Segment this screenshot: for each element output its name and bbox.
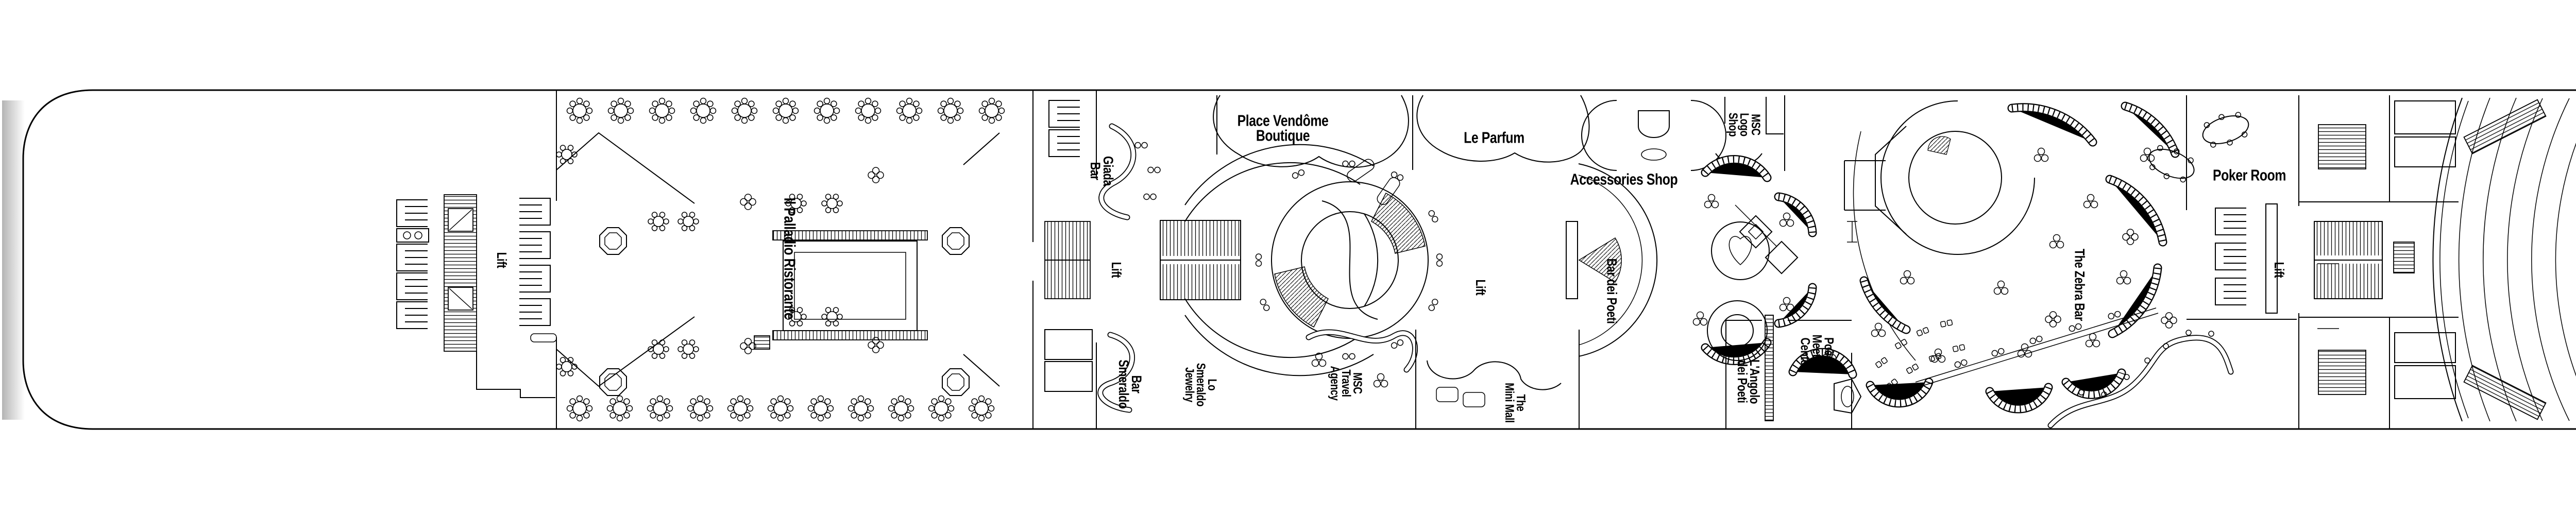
label-place-vendome: Place Vendôme Boutique: [1237, 111, 1329, 144]
shops: [1213, 95, 1799, 274]
label-accessories-shop: Accessories Shop: [1570, 170, 1678, 188]
bar-dei-poeti-lounge: [1566, 160, 1812, 361]
label-lift-mid: Lift: [1472, 279, 1488, 296]
stern-shadow: [2, 100, 25, 420]
forward-lift-lobby: [2298, 95, 2459, 429]
label-lift-atrium: Lift: [1108, 262, 1124, 278]
label-giada-bar: Giada Bar: [1088, 156, 1116, 186]
mini-mall: [1415, 330, 1580, 429]
label-msc-travel: MSC Travel Agency: [1327, 366, 1365, 401]
label-poker-room: Poker Room: [2212, 166, 2286, 184]
label-poesia-meeting: Poesia Meeting Center: [1798, 334, 1836, 372]
label-zebra-bar: The Zebra Bar: [2072, 248, 2088, 321]
zebra-bar-lounge: [1793, 100, 2234, 428]
poker-room: [2143, 95, 2297, 320]
label-bar-dei-poeti: Bar dei Poeti: [1604, 258, 1620, 324]
hull-outline: [22, 89, 2576, 430]
label-restaurant: Il Palladio Ristorante: [781, 197, 799, 320]
label-msc-logo-shop: MSC Logo Shop: [1725, 112, 1763, 137]
label-l-angolo: L'Angolo dei Poeti: [1735, 359, 1762, 404]
label-bar-smeraldo: Bar Smeraldo: [1116, 359, 1144, 409]
label-mini-mall: The Mini Mall: [1502, 383, 1528, 423]
label-lift-stern: Lift: [494, 252, 510, 268]
label-le-parfum: Le Parfum: [1464, 128, 1524, 147]
atrium: [1097, 123, 1443, 413]
label-lo-smeraldo: Lo Smeraldo Jewelry: [1182, 363, 1219, 407]
restaurant-il-palladio: [556, 90, 1005, 429]
stern-stairs-lifts: [396, 194, 557, 398]
poesia-meeting-center: [1725, 315, 1965, 429]
galley-stairs: [1032, 90, 1097, 429]
label-lift-forward: Lift: [2271, 262, 2287, 278]
teatro-carlo-felice: [2432, 97, 2576, 422]
